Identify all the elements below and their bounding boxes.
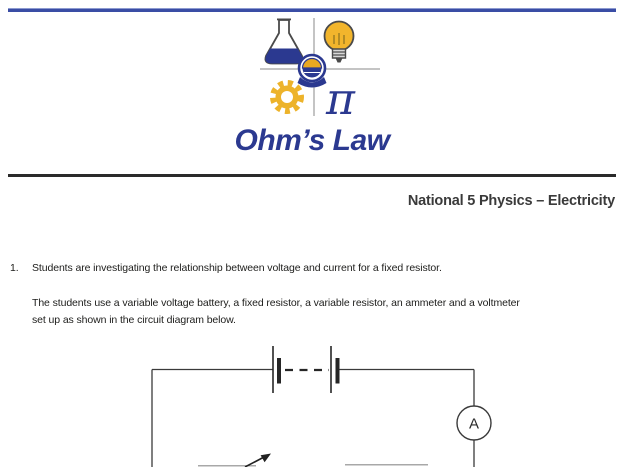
title-divider-rule [8, 174, 616, 177]
circuit-diagram: A [151, 346, 492, 467]
top-blue-rule [8, 8, 616, 12]
page-title: Ohm’s Law [234, 124, 391, 157]
crest-icon [297, 53, 327, 88]
variable-resistor-symbol [198, 453, 271, 467]
flask-icon [264, 18, 304, 65]
science-logo: π [260, 18, 380, 118]
question-intro-text: Students are investigating the relations… [32, 262, 442, 274]
ammeter-symbol: A [456, 405, 492, 441]
pi-icon: π [325, 74, 356, 118]
question-1: 1. Students are investigating the relati… [10, 261, 610, 276]
gear-icon [270, 80, 304, 114]
lightbulb-icon [323, 20, 355, 63]
svg-text:π: π [325, 74, 356, 118]
course-subtitle: National 5 Physics – Electricity [407, 193, 615, 209]
question-setup-text: The students use a variable voltage batt… [32, 297, 520, 326]
variable-resistor-arrow-head [260, 453, 271, 463]
battery-symbol [272, 346, 340, 393]
ammeter-label: A [469, 416, 479, 433]
question-number: 1. [10, 262, 19, 274]
